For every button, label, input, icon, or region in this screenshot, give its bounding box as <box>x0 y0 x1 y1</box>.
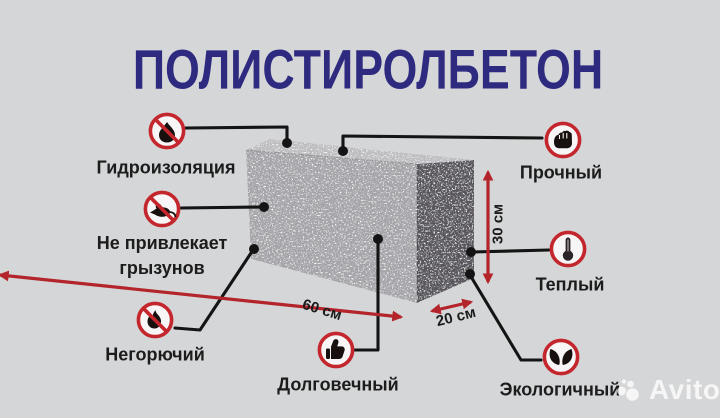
feature-label-eco: Экологичный <box>499 379 621 400</box>
feature-label-warm: Теплый <box>535 274 605 295</box>
avito-watermark-text: Avito <box>649 374 720 405</box>
feature-label-strong: Прочный <box>519 162 603 183</box>
avito-logo-icon <box>617 379 639 401</box>
feature-label-rodents: Не привлекает грызунов <box>96 233 228 278</box>
fist-icon <box>544 121 582 159</box>
avito-watermark: Avito <box>612 374 720 406</box>
thumbs-up-icon <box>317 331 355 369</box>
depth-arrow <box>429 298 474 315</box>
dimension-arrows <box>0 169 494 322</box>
concrete-block-illustration <box>245 139 474 303</box>
leaf-icon <box>542 338 580 376</box>
length-arrow <box>0 270 404 322</box>
feature-label-waterproof: Гидроизоляция <box>96 157 236 178</box>
page-title: ПОЛИСТИРОЛБЕТОН <box>132 37 604 101</box>
thermometer-icon <box>549 230 587 268</box>
feature-label-durable: Долговечный <box>277 374 399 395</box>
no-rodent-icon <box>143 190 181 228</box>
block-side-face <box>417 160 474 303</box>
feature-label-fireproof: Негорючий <box>105 344 205 365</box>
no-water-drop-icon <box>148 112 186 150</box>
callout-dots <box>249 138 476 279</box>
no-fire-icon <box>136 301 174 339</box>
block-top-face <box>246 139 474 164</box>
dimension-label-height: 30 см <box>489 203 507 245</box>
block-front-face <box>246 150 417 303</box>
